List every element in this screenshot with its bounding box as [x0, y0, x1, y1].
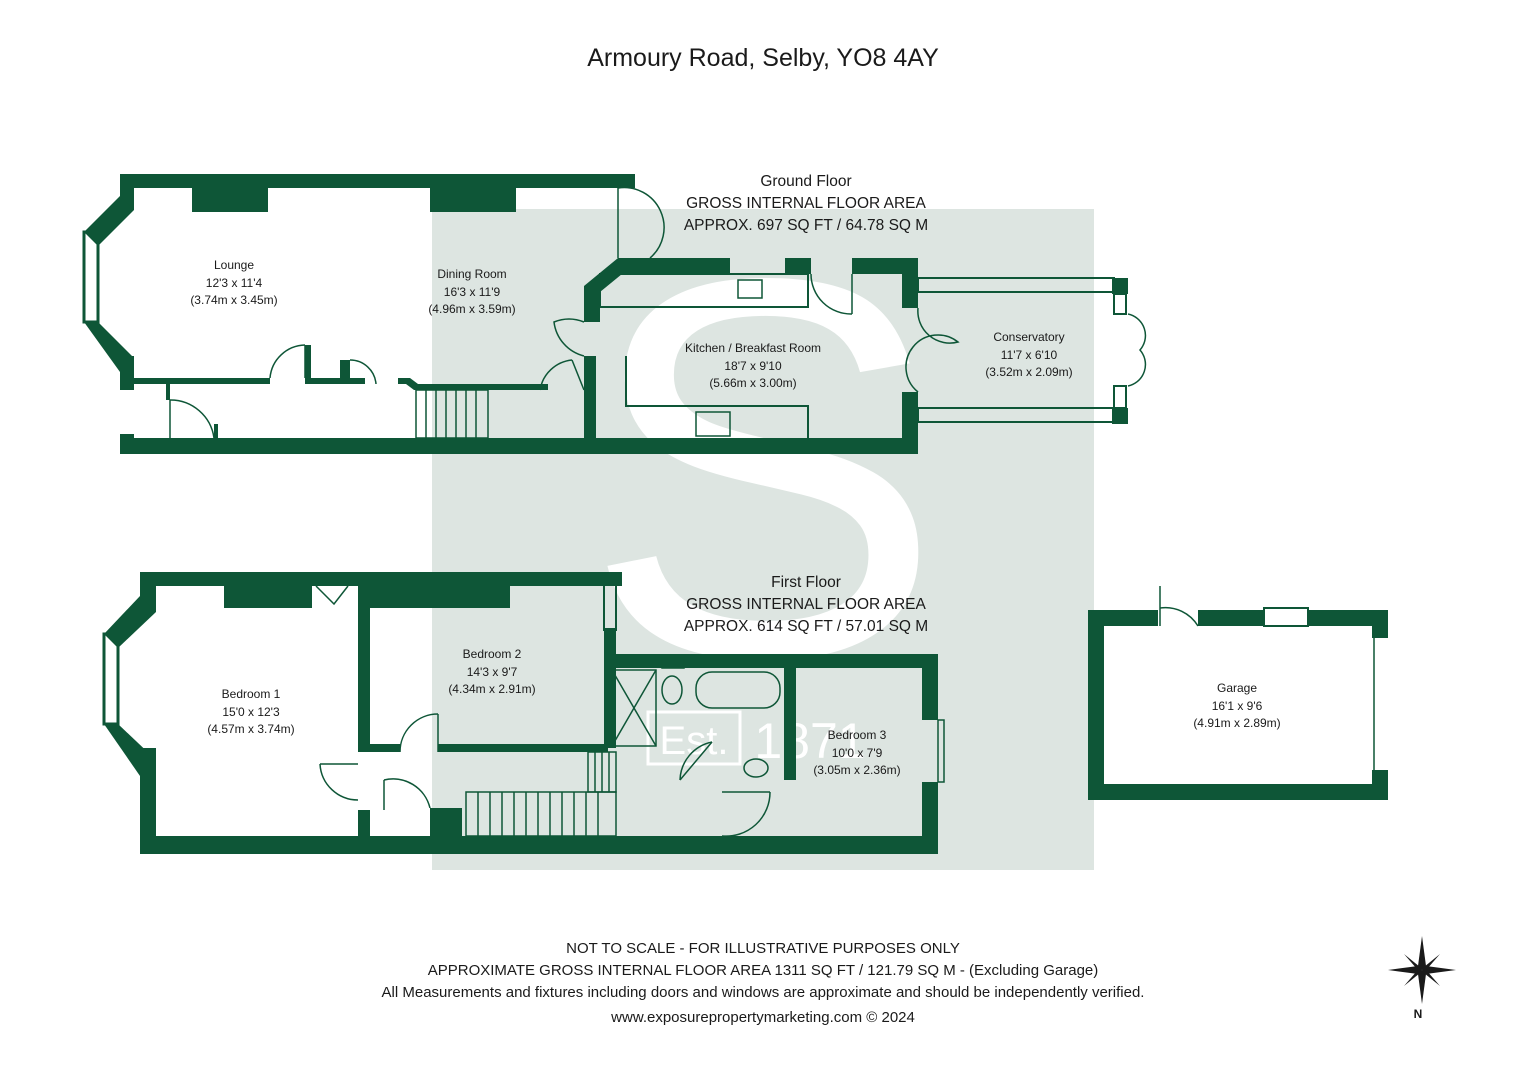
- first-floor-area-value: APPROX. 614 SQ FT / 57.01 SQ M: [683, 618, 929, 635]
- room-label-kitchen: Kitchen / Breakfast Room 18'7 x 9'10 (5.…: [685, 340, 821, 393]
- watermark-est: Est.: [660, 719, 729, 763]
- room-name: Kitchen / Breakfast Room: [684, 341, 822, 355]
- page-title: Armoury Road, Selby, YO8 4AY: [587, 44, 939, 72]
- room-dimensions-metric: (3.52m x 2.09m): [985, 365, 1073, 379]
- room-dimensions-metric: (5.66m x 3.00m): [709, 376, 797, 390]
- footer-measurement-note: All Measurements and fixtures including …: [381, 984, 1145, 1001]
- garage-plan: [1088, 586, 1388, 800]
- room-dimensions-imperial: 14'3 x 9'7: [466, 664, 518, 679]
- room-label-garage: Garage 16'1 x 9'6 (4.91m x 2.89m): [1193, 680, 1280, 733]
- footer-total-area: APPROXIMATE GROSS INTERNAL FLOOR AREA 13…: [427, 962, 1099, 979]
- room-dimensions-metric: (4.96m x 3.59m): [428, 302, 516, 316]
- watermark-year: 1871: [754, 713, 865, 769]
- room-dimensions-metric: (4.91m x 2.89m): [1193, 716, 1281, 730]
- footer-disclaimer: NOT TO SCALE - FOR ILLUSTRATIVE PURPOSES…: [566, 940, 960, 957]
- room-dimensions-imperial: 11'7 x 6'10: [1000, 347, 1058, 362]
- room-dimensions-imperial: 12'3 x 11'4: [205, 275, 263, 290]
- room-dimensions-imperial: 10'0 x 7'9: [831, 745, 883, 760]
- ground-floor-heading-block: Ground Floor GROSS INTERNAL FLOOR AREA A…: [684, 171, 928, 237]
- ground-floor-heading: Ground Floor: [760, 173, 852, 190]
- room-label-lounge: Lounge 12'3 x 11'4 (3.74m x 3.45m): [190, 257, 277, 310]
- room-label-conservatory: Conservatory 11'7 x 6'10 (3.52m x 2.09m): [985, 329, 1072, 382]
- room-name: Bedroom 2: [462, 647, 522, 661]
- footer-notes: NOT TO SCALE - FOR ILLUSTRATIVE PURPOSES…: [382, 938, 1145, 1029]
- room-label-bedroom-1: Bedroom 1 15'0 x 12'3 (4.57m x 3.74m): [207, 686, 294, 739]
- room-name: Dining Room: [437, 267, 507, 281]
- room-name: Bedroom 3: [827, 728, 887, 742]
- first-floor-heading-block: First Floor GROSS INTERNAL FLOOR AREA AP…: [684, 572, 928, 638]
- ground-floor-plan: [82, 174, 1147, 454]
- ground-floor-area-label: GROSS INTERNAL FLOOR AREA: [686, 195, 926, 212]
- first-floor-plan: [102, 572, 945, 854]
- compass-north-label: N: [1414, 1007, 1423, 1021]
- room-name: Bedroom 1: [221, 687, 281, 701]
- room-name: Lounge: [213, 258, 255, 272]
- north-compass-icon: N: [1388, 936, 1456, 1021]
- room-name: Conservatory: [993, 330, 1065, 344]
- room-dimensions-imperial: 16'3 x 11'9: [443, 284, 501, 299]
- room-dimensions-imperial: 18'7 x 9'10: [724, 358, 782, 373]
- room-name: Garage: [1216, 681, 1258, 695]
- room-dimensions-metric: (3.05m x 2.36m): [813, 763, 901, 777]
- footer-website: www.exposurepropertymarketing.com © 2024: [611, 1009, 915, 1026]
- room-label-bedroom-3: Bedroom 3 10'0 x 7'9 (3.05m x 2.36m): [813, 727, 900, 780]
- room-label-bedroom-2: Bedroom 2 14'3 x 9'7 (4.34m x 2.91m): [448, 646, 535, 699]
- watermark-letter: S: [583, 167, 943, 770]
- room-dimensions-metric: (4.57m x 3.74m): [207, 722, 295, 736]
- room-dimensions-imperial: 15'0 x 12'3: [222, 704, 280, 719]
- room-label-dining-room: Dining Room 16'3 x 11'9 (4.96m x 3.59m): [428, 266, 515, 319]
- first-floor-heading: First Floor: [771, 574, 841, 591]
- first-floor-area-label: GROSS INTERNAL FLOOR AREA: [686, 596, 926, 613]
- room-dimensions-imperial: 16'1 x 9'6: [1211, 698, 1263, 713]
- watermark-logo: S Est. 1871: [432, 167, 1094, 870]
- ground-floor-area-value: APPROX. 697 SQ FT / 64.78 SQ M: [683, 217, 929, 234]
- room-dimensions-metric: (3.74m x 3.45m): [190, 293, 278, 307]
- room-dimensions-metric: (4.34m x 2.91m): [448, 682, 536, 696]
